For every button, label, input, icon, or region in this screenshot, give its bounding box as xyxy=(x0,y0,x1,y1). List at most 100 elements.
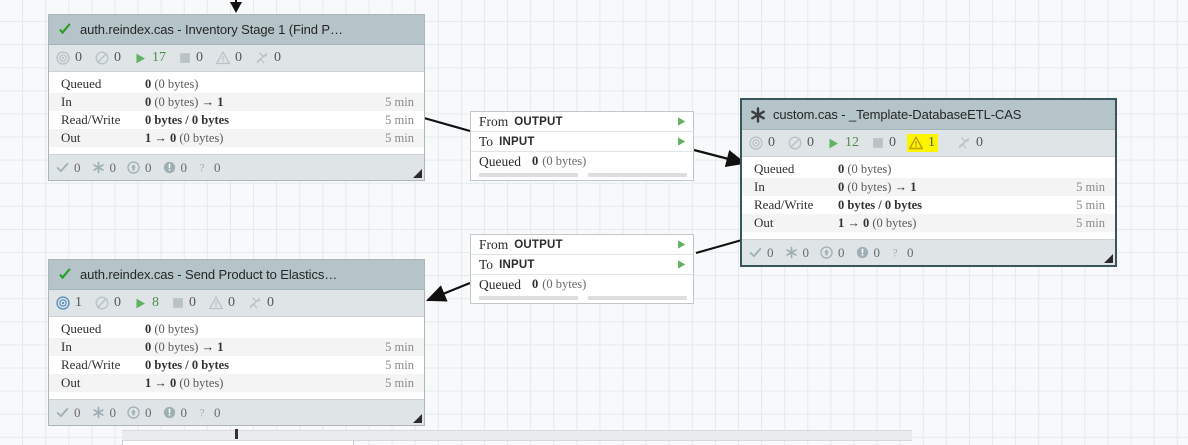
asterisk-icon xyxy=(92,406,105,419)
connection-queued-size: (0 bytes) xyxy=(542,277,587,291)
process-group-status-bar: 0 0 12 0 xyxy=(742,130,1115,157)
up-arrow-circle-icon xyxy=(127,161,140,174)
not-transmitting-icon xyxy=(788,136,802,150)
process-group-header[interactable]: auth.reindex.cas - Inventory Stage 1 (Fi… xyxy=(49,15,424,45)
row-label: Queued xyxy=(61,321,102,336)
row-time: 5 min xyxy=(385,95,414,109)
partial-process-group-header xyxy=(122,430,912,441)
stat-transmitting-value: 1 xyxy=(75,295,82,310)
footer-stat-stale[interactable]: 0 xyxy=(820,245,845,261)
table-row-queued: Queued 0 (0 bytes) xyxy=(49,320,424,338)
footer-stat-up-to-date[interactable]: 0 xyxy=(56,405,81,421)
stat-invalid[interactable]: 0 xyxy=(208,295,235,311)
row-value: 0 bytes / 0 bytes xyxy=(145,358,230,372)
connection-label-bottom[interactable]: From OUTPUT To INPUT Queued 0 (0 bytes) xyxy=(470,234,694,304)
info-circle-icon xyxy=(856,246,869,259)
stat-running[interactable]: 8 xyxy=(134,295,159,311)
process-group-header[interactable]: custom.cas - _Template-DatabaseETL-CAS xyxy=(742,100,1115,130)
connection-from-row[interactable]: From OUTPUT xyxy=(471,235,693,255)
process-group-body: Queued 0 (0 bytes) In 0 (0 bytes) → 1 5 … xyxy=(49,317,424,399)
queue-size-bar xyxy=(588,173,687,177)
row-value: 0 (0 bytes) xyxy=(145,322,199,336)
stat-disabled[interactable]: 0 xyxy=(248,295,274,311)
stat-running[interactable]: 17 xyxy=(134,50,166,66)
stat-not-transmitting[interactable]: 0 xyxy=(95,50,121,66)
stat-stopped[interactable]: 0 xyxy=(872,135,896,151)
footer-stat-locally-modified[interactable]: 0 xyxy=(785,245,809,261)
footer-stat-up-to-date[interactable]: 0 xyxy=(56,160,81,176)
svg-text:?: ? xyxy=(892,248,897,259)
stat-invalid-value: 0 xyxy=(235,50,242,65)
row-time: 5 min xyxy=(1076,216,1105,230)
resize-handle[interactable] xyxy=(413,169,422,178)
connection-to-row[interactable]: To INPUT xyxy=(471,255,693,275)
connection-to-row[interactable]: To INPUT xyxy=(471,132,693,152)
connection-queued-row: Queued 0 (0 bytes) xyxy=(471,152,693,171)
footer-stat-stale[interactable]: 0 xyxy=(127,405,152,421)
process-group-status-bar: 1 0 8 0 xyxy=(49,290,424,317)
stat-running-value: 8 xyxy=(152,295,159,310)
stat-invalid[interactable]: 0 xyxy=(215,50,242,66)
warning-icon xyxy=(908,135,924,150)
process-group-inventory-stage-1[interactable]: auth.reindex.cas - Inventory Stage 1 (Fi… xyxy=(48,14,425,181)
footer-stat-locally-modified[interactable]: 0 xyxy=(92,405,116,421)
footer-stat-sync-failure[interactable]: 0 xyxy=(856,244,881,261)
footer-stat-locally-modified[interactable]: 0 xyxy=(92,160,116,176)
connection-label-top[interactable]: From OUTPUT To INPUT Queued 0 (0 bytes) xyxy=(470,111,694,181)
footer-stat-value: 0 xyxy=(145,404,152,420)
process-group-template-database-etl-cas[interactable]: custom.cas - _Template-DatabaseETL-CAS 0… xyxy=(740,98,1117,267)
running-icon xyxy=(827,137,840,150)
row-label: Read/Write xyxy=(61,112,121,127)
stat-not-transmitting[interactable]: 0 xyxy=(95,295,121,311)
asterisk-icon xyxy=(750,106,766,123)
footer-stat-unknown[interactable]: ? 0 xyxy=(891,245,913,261)
row-label: Read/Write xyxy=(61,357,121,372)
stat-transmitting[interactable]: 1 xyxy=(56,295,82,311)
footer-stat-unknown[interactable]: ? 0 xyxy=(198,160,220,176)
resize-handle[interactable] xyxy=(413,414,422,423)
table-row-read-write: Read/Write 0 bytes / 0 bytes 5 min xyxy=(49,111,424,129)
table-row-read-write: Read/Write 0 bytes / 0 bytes 5 min xyxy=(49,356,424,374)
stat-disabled-value: 0 xyxy=(976,135,983,150)
row-value: 0 (0 bytes) → 1 xyxy=(145,340,224,354)
footer-stat-sync-failure[interactable]: 0 xyxy=(163,405,187,421)
process-group-send-product-to-elastics[interactable]: auth.reindex.cas - Send Product to Elast… xyxy=(48,259,425,426)
footer-stat-sync-failure[interactable]: 0 xyxy=(163,160,187,176)
connection-queued-count: 0 xyxy=(531,277,539,291)
row-label: Out xyxy=(754,215,774,230)
footer-stat-stale[interactable]: 0 xyxy=(127,160,152,176)
stat-not-transmitting[interactable]: 0 xyxy=(788,135,814,151)
connection-from-label: From xyxy=(479,236,509,252)
process-group-status-bar: 0 0 17 0 xyxy=(49,45,424,72)
process-group-header[interactable]: auth.reindex.cas - Send Product to Elast… xyxy=(49,260,424,290)
connection-from-row[interactable]: From OUTPUT xyxy=(471,112,693,132)
question-icon: ? xyxy=(198,161,209,175)
process-group-body: Queued 0 (0 bytes) In 0 (0 bytes) → 1 5 … xyxy=(49,72,424,154)
table-row-in: In 0 (0 bytes) → 1 5 min xyxy=(49,93,424,111)
stat-running[interactable]: 12 xyxy=(827,135,859,151)
check-small-icon xyxy=(749,246,762,259)
stat-transmitting[interactable]: 0 xyxy=(749,135,775,151)
stat-invalid[interactable]: 1 xyxy=(907,134,938,152)
stat-disabled[interactable]: 0 xyxy=(957,135,983,151)
stat-stopped-value: 0 xyxy=(189,295,196,310)
process-group-title: auth.reindex.cas - Inventory Stage 1 (Fi… xyxy=(80,22,343,37)
footer-stat-value: 0 xyxy=(145,159,152,175)
asterisk-icon xyxy=(92,161,105,174)
stat-stopped[interactable]: 0 xyxy=(179,50,203,66)
not-transmitting-icon xyxy=(95,296,109,310)
stat-disabled[interactable]: 0 xyxy=(255,50,281,66)
footer-stat-value: 0 xyxy=(873,244,881,260)
stat-transmitting-value: 0 xyxy=(75,50,82,65)
row-time: 5 min xyxy=(385,340,414,354)
process-group-body: Queued 0 (0 bytes) In 0 (0 bytes) → 1 5 … xyxy=(742,157,1115,239)
stat-stopped[interactable]: 0 xyxy=(172,295,196,311)
footer-stat-up-to-date[interactable]: 0 xyxy=(749,245,774,261)
footer-stat-unknown[interactable]: ? 0 xyxy=(198,405,220,421)
running-icon xyxy=(134,297,147,310)
row-label: Queued xyxy=(754,161,795,176)
stat-transmitting[interactable]: 0 xyxy=(56,50,82,66)
svg-text:?: ? xyxy=(199,163,204,174)
resize-handle[interactable] xyxy=(1104,254,1113,263)
